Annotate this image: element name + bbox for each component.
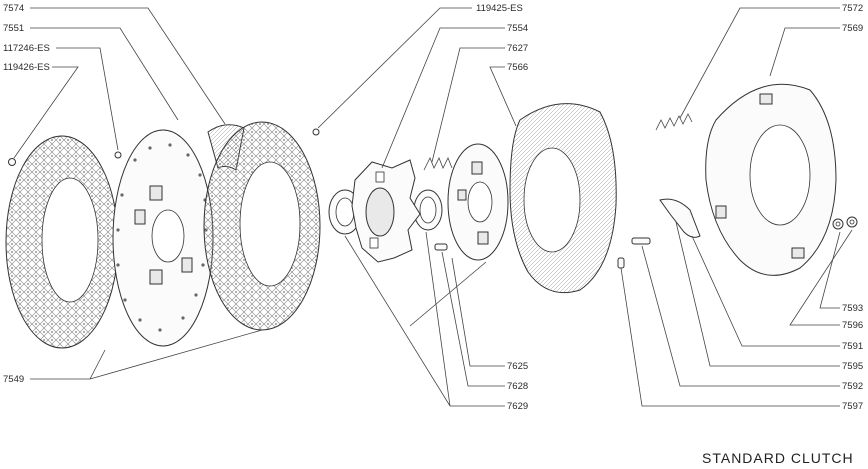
label-7572: 7572 [842, 3, 863, 14]
label-7592: 7592 [842, 381, 863, 392]
lever-7591 [659, 198, 701, 238]
label-7593: 7593 [842, 303, 863, 314]
screw-117246 [114, 151, 122, 159]
spring-7572 [655, 113, 693, 131]
pin-7597 [617, 257, 625, 269]
hub-7554 [351, 159, 421, 263]
pressure-plate-7566 [509, 103, 617, 294]
label-7597: 7597 [842, 401, 863, 412]
label-117246-es: 117246-ES [3, 43, 50, 54]
label-7569: 7569 [842, 23, 863, 34]
leader-lines [13, 7, 853, 407]
facing-7549-b [203, 121, 321, 331]
label-7549: 7549 [3, 374, 24, 385]
label-7629: 7629 [507, 401, 528, 412]
label-7574: 7574 [3, 3, 24, 14]
washer-7629-b [413, 189, 443, 231]
facing-7549 [5, 135, 119, 349]
washer-7596 [846, 216, 858, 228]
pin-7592 [631, 237, 651, 245]
screw-119426 [8, 158, 16, 166]
label-7566: 7566 [507, 62, 528, 73]
clutch-disc-7551 [112, 129, 214, 347]
label-7596: 7596 [842, 320, 863, 331]
pin-7628 [434, 243, 448, 251]
spring-7627 [423, 157, 453, 171]
label-119425-es: 119425-ES [476, 3, 523, 14]
label-7595: 7595 [842, 361, 863, 372]
label-7551: 7551 [3, 23, 24, 34]
label-7625: 7625 [507, 361, 528, 372]
washer-7593 [832, 218, 844, 230]
label-7591: 7591 [842, 341, 863, 352]
label-7628: 7628 [507, 381, 528, 392]
screw-119425 [312, 128, 320, 136]
diagram-caption: STANDARD CLUTCH [702, 450, 854, 466]
label-119426-es: 119426-ES [3, 62, 50, 73]
label-7554: 7554 [507, 23, 528, 34]
cover-7569 [705, 83, 837, 276]
label-7627: 7627 [507, 43, 528, 54]
plate-7625 [447, 143, 509, 261]
